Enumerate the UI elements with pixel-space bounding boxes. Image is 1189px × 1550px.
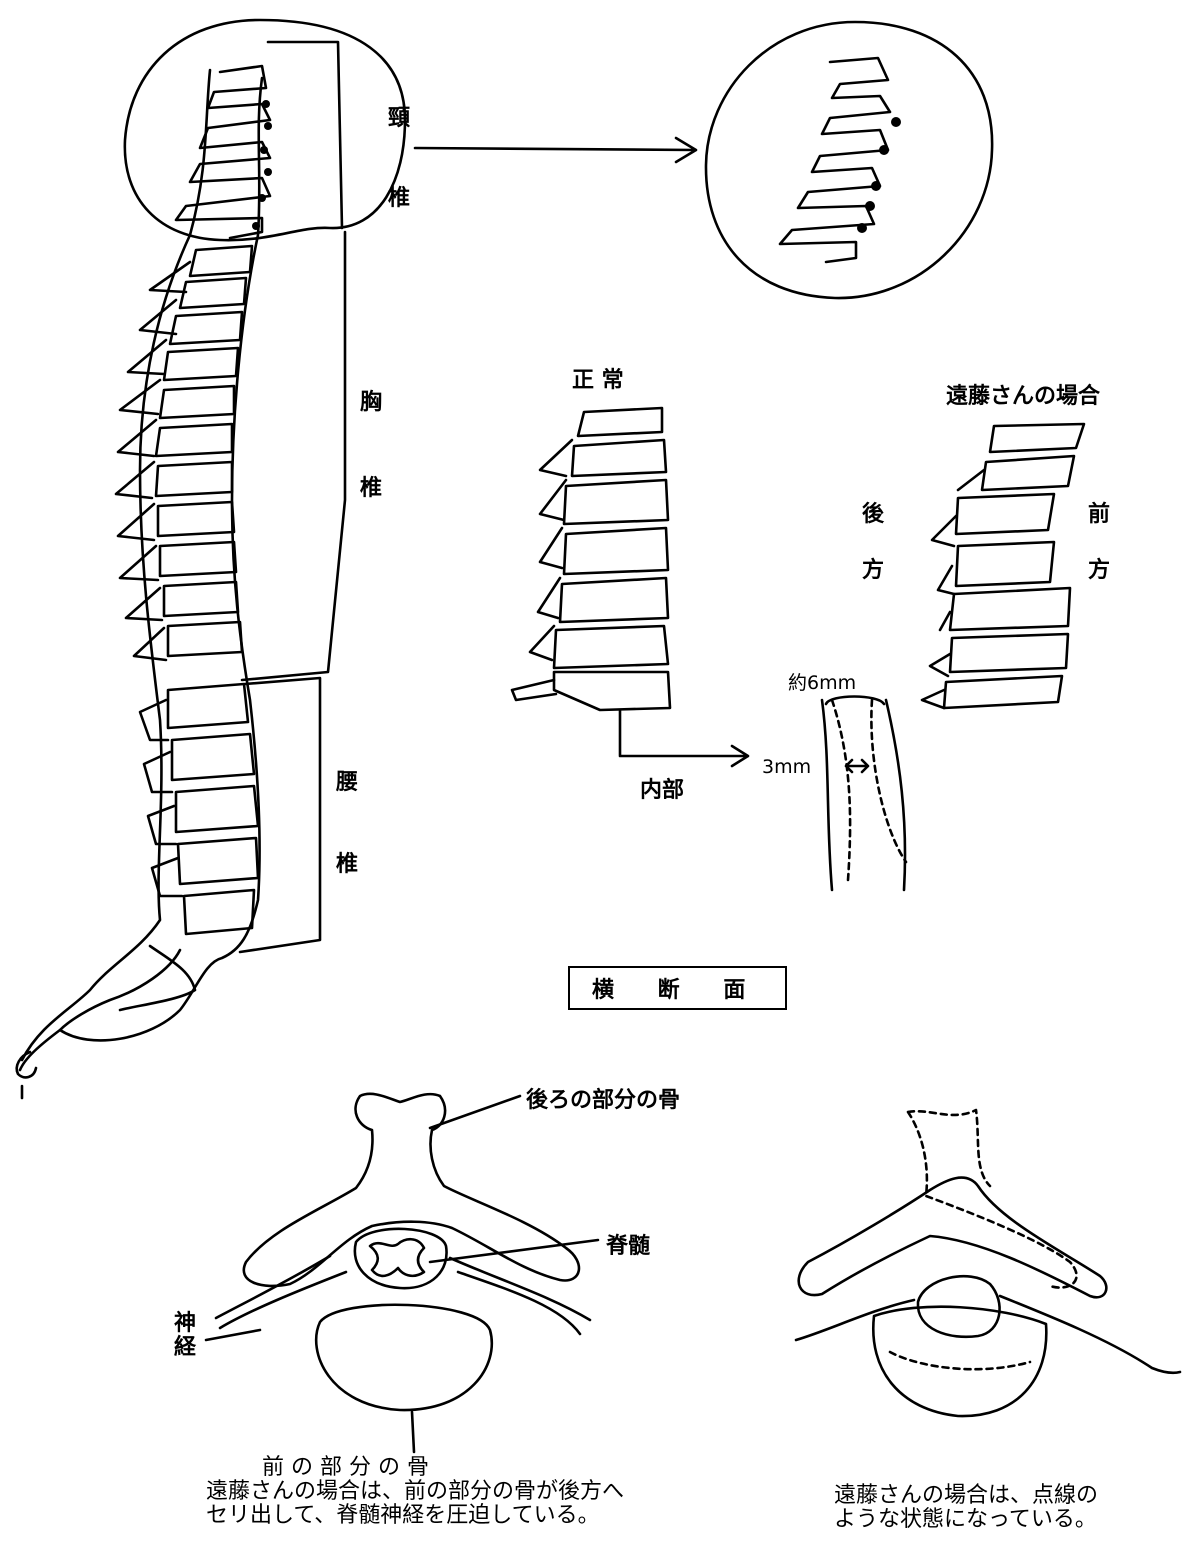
normal-label: 正 常 [572,362,624,394]
thoracic-bracket [242,232,345,680]
spine-outline-back [22,70,210,1060]
nerve-label-2: 経 [174,1336,196,1360]
spine-outline-front [20,78,262,1070]
thoracic-label-2: 椎 [360,470,382,502]
posterior-bone-dotted [908,1110,1077,1288]
leader-cord [430,1240,598,1262]
sacrum [60,946,195,1030]
cross-section-patient [796,1110,1180,1416]
cervical-vertebrae [176,66,270,238]
magnified-cervical [706,22,992,298]
posterior-label-2: 方 [862,552,884,584]
thoracic-vertebrae [116,246,252,660]
caption-left-line-1: 遠藤さんの場合は、前の部分の骨が後方へ [206,1480,624,1504]
interior-label: 内部 [640,772,684,804]
caption-right-line-1: 遠藤さんの場合は、点線の [834,1484,1098,1508]
narrow-label: 3mm [762,756,811,778]
magnified-circle [706,22,992,298]
cervical-label-1: 頸 [388,100,410,132]
leader-anterior [412,1412,414,1452]
lumbar-label-1: 腰 [336,764,358,796]
normal-column [512,408,670,710]
cervical-label-2: 椎 [388,180,410,212]
leader-nerve [206,1330,260,1340]
nerves-patient [796,1296,1180,1373]
vertebral-body-patient [873,1307,1046,1416]
lumbar-label-2: 椎 [336,846,358,878]
spinal-cord-label: 脊髄 [606,1228,650,1260]
spinal-cord-normal [355,1229,447,1288]
anterior-bone-label: 前 の 部 分 の 骨 [262,1456,429,1480]
posterior-bone-normal [244,1094,579,1286]
anterior-label-2: 方 [1088,552,1110,584]
magnified-vertebrae [780,58,890,262]
vertebral-body-normal [316,1305,492,1410]
caption-left-line-2: セリ出して、脊髄神経を圧迫している。 [206,1504,600,1528]
caption-right-line-2: ような状態になっている。 [834,1508,1097,1532]
interior-arrow [620,710,748,766]
posterior-label-1: 後 [862,496,884,528]
magnified-disc-spots [857,117,901,233]
posterior-bone-label: 後ろの部分の骨 [526,1082,680,1114]
nerve-label-1: 神 [174,1312,196,1336]
cervical-magnify-circle [125,20,405,240]
posterior-bone-patient [799,1178,1107,1298]
patient-label: 遠藤さんの場合 [946,378,1100,410]
cervical-bracket [268,42,342,228]
thoracic-label-1: 胸 [360,384,382,416]
cross-section-heading: 横 断 面 [568,966,787,1010]
cross-section-normal [206,1094,598,1452]
anterior-label-1: 前 [1088,496,1110,528]
magnify-arrow [415,138,696,162]
canal-sketch [822,697,906,891]
nerves-normal [216,1256,590,1334]
full-spine-illustration [17,20,405,1098]
patient-column [922,424,1084,708]
width-label: 約6mm [788,668,856,695]
